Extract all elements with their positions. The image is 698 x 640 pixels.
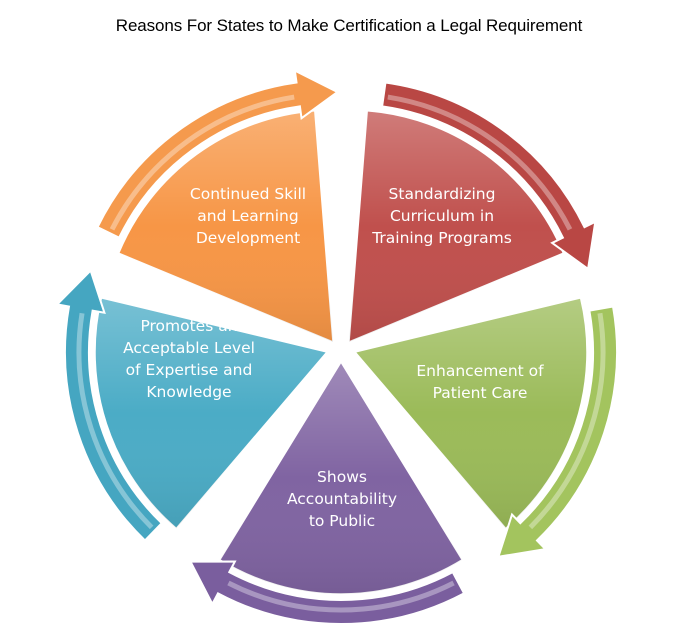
label-line-continued-skill: Development bbox=[196, 229, 300, 247]
label-line-standardizing: Curriculum in bbox=[390, 207, 494, 225]
label-line-patient-care: Enhancement of bbox=[416, 362, 544, 380]
arrow-highlight-accountability bbox=[227, 580, 455, 613]
label-line-expertise: Knowledge bbox=[146, 383, 231, 401]
label-line-accountability: Accountability bbox=[287, 490, 397, 508]
label-line-accountability: Shows bbox=[317, 468, 367, 486]
arrow-highlight-standardizing bbox=[387, 94, 573, 231]
arrow-expertise bbox=[55, 268, 164, 542]
label-expertise: Promotes an Acceptable Level of Expertise … bbox=[123, 317, 255, 401]
label-line-patient-care: Patient Care bbox=[433, 384, 528, 402]
label-line-continued-skill: and Learning bbox=[197, 207, 298, 225]
diagram-title: Reasons For States to Make Certification… bbox=[115, 16, 583, 35]
label-line-expertise: of Expertise and bbox=[126, 361, 253, 379]
arrow-patient-care bbox=[496, 305, 618, 559]
wedge-shading-patient-care bbox=[355, 297, 587, 529]
label-line-continued-skill: Continued Skill bbox=[190, 185, 306, 203]
arrow-continued-skill bbox=[96, 68, 340, 240]
label-line-standardizing: Training Programs bbox=[371, 229, 512, 247]
wedge-shading-expertise bbox=[95, 297, 328, 529]
arrow-highlight-patient-care bbox=[528, 312, 606, 530]
label-line-expertise: Promotes an bbox=[140, 317, 237, 335]
arrow-accountability bbox=[188, 560, 466, 625]
wedge-shading-continued-skill bbox=[118, 110, 334, 342]
wedge-shading-accountability bbox=[219, 362, 463, 594]
arrow-standardizing bbox=[380, 81, 597, 271]
label-patient-care: Enhancement of Patient Care bbox=[416, 362, 544, 402]
arrow-highlight-expertise bbox=[76, 312, 154, 530]
arrow-highlight-continued-skill bbox=[109, 94, 295, 231]
label-line-accountability: to Public bbox=[309, 512, 375, 530]
label-line-expertise: Acceptable Level bbox=[123, 339, 255, 357]
wedge-shading-standardizing bbox=[349, 110, 564, 342]
label-line-standardizing: Standardizing bbox=[389, 185, 496, 203]
